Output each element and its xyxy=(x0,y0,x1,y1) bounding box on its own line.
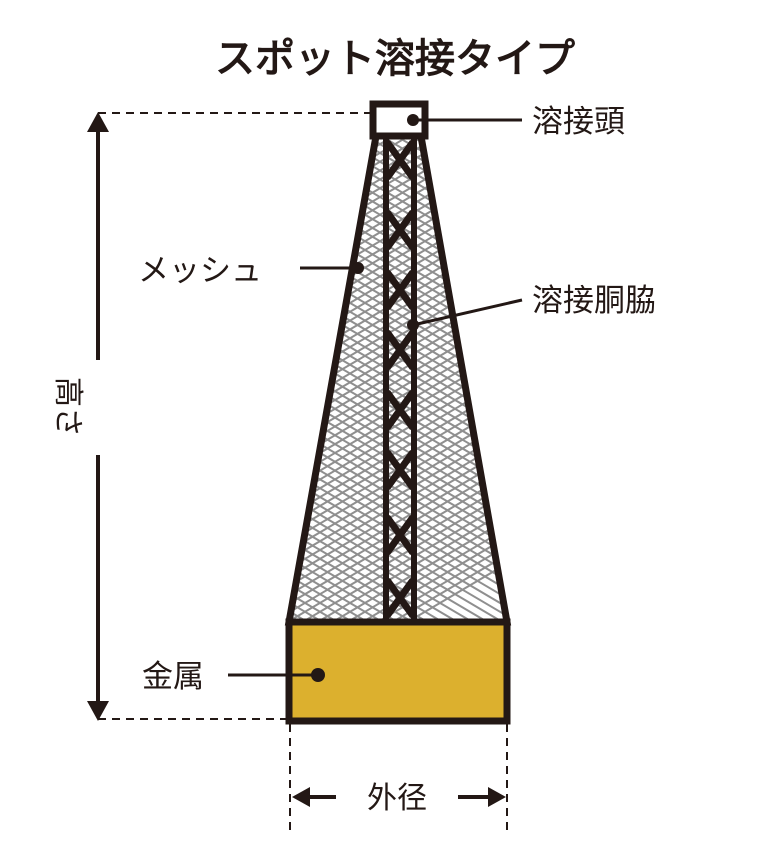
mesh-line xyxy=(0,100,20,640)
mesh-line xyxy=(289,125,507,622)
mesh-line xyxy=(530,100,759,640)
height-label: 高さ xyxy=(50,377,85,437)
mesh-line xyxy=(0,100,5,640)
mesh-line xyxy=(484,125,507,622)
mesh-line xyxy=(0,100,278,640)
mesh-line xyxy=(0,100,263,640)
mesh-line xyxy=(289,125,507,622)
column-cross-weld xyxy=(384,577,416,619)
mesh-line xyxy=(454,125,507,622)
mesh-line xyxy=(0,100,275,640)
mesh-line xyxy=(680,100,759,640)
mesh-line xyxy=(289,125,507,622)
mesh-line xyxy=(650,100,759,640)
mesh-line xyxy=(515,100,759,640)
mesh-line xyxy=(289,125,507,622)
metal-label: 金属 xyxy=(142,659,204,695)
mesh-line xyxy=(289,125,507,622)
column-cross-weld xyxy=(384,209,416,251)
mesh-line xyxy=(620,100,759,640)
height-arrow-up-icon xyxy=(87,112,109,132)
mesh-line xyxy=(0,100,260,640)
column-cross-weld xyxy=(384,389,416,431)
mesh-line xyxy=(575,100,759,640)
mesh-line xyxy=(499,125,507,622)
mesh-line xyxy=(289,125,507,622)
mesh-line xyxy=(0,100,248,640)
mesh-lattice xyxy=(0,100,759,640)
mesh-line xyxy=(289,125,507,622)
mesh-line xyxy=(635,100,759,640)
mesh-line xyxy=(289,125,507,622)
mesh-line xyxy=(289,125,507,622)
weld-side-label: 溶接胴脇 xyxy=(532,283,656,319)
diameter-arrow-left-icon xyxy=(292,787,310,807)
mesh-line xyxy=(289,125,507,622)
height-arrow-down-icon xyxy=(87,701,109,721)
diagram-title: スポット溶接タイプ xyxy=(215,36,575,82)
mesh-line xyxy=(0,100,233,640)
mesh-line xyxy=(289,125,507,622)
mesh-line xyxy=(316,125,507,622)
mesh-line xyxy=(289,125,507,622)
mesh-line xyxy=(755,100,759,640)
mesh-line xyxy=(289,125,507,622)
column-cross-weld xyxy=(384,514,416,556)
mesh-line xyxy=(289,125,507,622)
weld-side-dot xyxy=(407,319,419,331)
column-cross-welds xyxy=(384,139,416,619)
mesh-line xyxy=(665,100,759,640)
mesh-line xyxy=(740,100,759,640)
mesh-line xyxy=(289,125,507,622)
weld-head-label: 溶接頭 xyxy=(532,104,625,140)
mesh-line xyxy=(0,100,245,640)
mesh-line xyxy=(605,100,759,640)
mesh-line xyxy=(289,125,507,622)
mesh-line xyxy=(0,100,230,640)
mesh-label: メッシュ xyxy=(138,253,262,289)
metal-dot xyxy=(311,668,325,682)
mesh-line xyxy=(289,125,507,622)
mesh-line xyxy=(424,125,507,622)
mesh-dot xyxy=(352,262,364,274)
mesh-line xyxy=(560,100,759,640)
mesh-line xyxy=(439,125,507,622)
column-cross-weld xyxy=(384,449,416,491)
mesh-line xyxy=(289,125,507,622)
column-cross-weld xyxy=(384,269,416,311)
mesh-line xyxy=(289,125,507,622)
height-label-bg xyxy=(42,360,112,455)
mesh-line xyxy=(289,125,507,622)
mesh-line xyxy=(0,100,35,640)
column-cross-weld xyxy=(384,329,416,371)
mesh-line xyxy=(379,125,507,622)
outer-diameter-label: 外径 xyxy=(367,781,427,816)
mesh-line xyxy=(289,125,507,622)
weld-side-leader xyxy=(412,298,523,327)
mesh-line xyxy=(545,100,759,640)
mesh-line xyxy=(289,125,507,622)
mesh-line xyxy=(710,100,759,640)
mesh-line xyxy=(469,125,507,622)
mesh-line xyxy=(590,100,759,640)
mesh-line xyxy=(725,100,759,640)
mesh-line xyxy=(301,125,507,622)
mesh-line xyxy=(289,125,507,622)
mesh-line xyxy=(289,125,507,622)
weld-head-dot xyxy=(407,114,419,126)
mesh-line xyxy=(289,125,507,622)
column-cross-weld xyxy=(384,139,416,181)
diameter-arrow-right-icon xyxy=(488,787,506,807)
metal-base xyxy=(285,618,511,725)
mesh-line xyxy=(289,125,507,622)
mesh-line xyxy=(289,125,507,622)
mesh-line xyxy=(695,100,759,640)
mesh-line xyxy=(289,125,507,622)
mesh-line xyxy=(331,125,507,622)
